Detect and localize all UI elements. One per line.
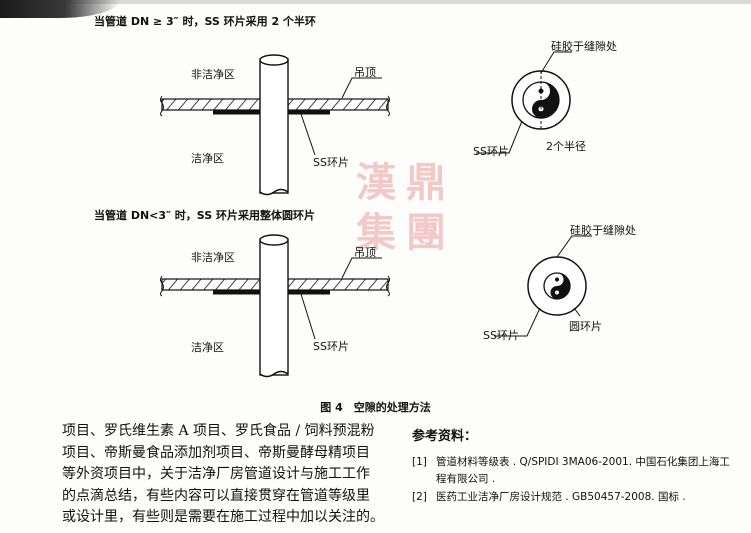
ss-ring-plate-left: [213, 110, 260, 115]
label-sealant-in-gap: 硅胶于缝隙处: [551, 40, 617, 53]
pipe-top-end: [259, 54, 289, 66]
ss-leader-bottom: [300, 293, 316, 340]
pipe: [259, 58, 289, 194]
handing-group-watermark: 漢 鼎 集 團: [326, 150, 474, 260]
bottom-full-ring-detail: [494, 235, 592, 337]
label-ss-ring-piece: SS环片: [313, 340, 349, 353]
watermark-char: 團: [406, 210, 446, 256]
label-clean-area: 洁净区: [191, 341, 224, 354]
pipe-break-bottom: [259, 370, 289, 378]
ceiling-leader-top: [341, 77, 382, 99]
reference-item: [1] 管道材料等级表 . Q/SPIDI 3MA06-2001. 中国石化集团…: [412, 454, 730, 488]
ss-ring-plate-left: [213, 290, 260, 295]
reference-number: [1]: [412, 456, 427, 468]
body-line: 项目、罗氏维生素 A 项目、罗氏食品 / 饲料预混粉: [62, 423, 375, 439]
body-line: 或设计里，有些则是需要在施工过程中加以关注的。: [62, 509, 384, 526]
ceiling-slab-left: [161, 278, 261, 291]
watermark-char: 漢: [356, 160, 396, 206]
ceiling-leader-bottom: [341, 257, 382, 279]
pipe-top-end: [259, 234, 289, 246]
ss-leader-top: [300, 113, 316, 156]
reference-text: 管道材料等级表 . Q/SPIDI 3MA06-2001. 中国石化集团上海工: [436, 456, 730, 468]
watermark-char: 鼎: [406, 160, 446, 206]
ceiling-break-left: [160, 95, 164, 117]
label-clean-area: 洁净区: [191, 152, 224, 165]
ceiling-slab-left: [161, 98, 261, 111]
top-half-ring-detail: [476, 51, 572, 154]
bottom-heading: 当管道 DN<3″ 时，SS 环片采用整体圆环片: [94, 209, 315, 222]
references-title: 参考资料：: [412, 429, 478, 444]
label-sealant-in-gap: 硅胶于缝隙处: [570, 224, 636, 237]
pipe-break-bottom: [259, 188, 289, 196]
label-two-half-rings: 2个半径: [546, 140, 586, 153]
ceiling-break-left: [160, 275, 164, 297]
reference-text: 程有限公司 .: [436, 473, 496, 485]
bottom-section-drawing: [160, 234, 390, 378]
ss-ring-plate-right: [288, 290, 330, 295]
body-line: 等外资项目中，关于洁净厂房管道设计与施工工作: [62, 466, 370, 483]
figure-caption: 图 4 空隙的处理方法: [320, 401, 431, 414]
ceiling-slab-right: [287, 278, 389, 291]
watermark-char: 集: [356, 210, 396, 256]
label-non-clean-area: 非洁净区: [191, 68, 235, 81]
label-ceiling: 吊顶: [354, 246, 376, 259]
body-line: 的点滴总结，有些内容可以直接贯穿在管道等级里: [62, 487, 370, 504]
label-ss-ring: SS环片: [483, 329, 519, 342]
top-heading: 当管道 DN ≥ 3″ 时，SS 环片采用 2 个半环: [94, 15, 316, 28]
scan-shadow: [0, 0, 120, 18]
label-non-clean-area: 非洁净区: [191, 251, 235, 264]
reference-number: [2]: [412, 491, 427, 503]
label-full-ring: 圆环片: [569, 320, 602, 333]
label-ss-ring-piece: SS环片: [313, 156, 349, 169]
ceiling-slab-right: [287, 98, 389, 111]
label-ceiling: 吊顶: [354, 66, 376, 79]
body-paragraph: 项目、罗氏维生素 A 项目、罗氏食品 / 饲料预混粉 项目、帝斯曼食品添加剂项目…: [62, 421, 392, 529]
body-line: 项目、帝斯曼食品添加剂项目、帝斯曼酵母精项目: [62, 444, 370, 461]
ss-ring-plate-right: [288, 110, 330, 115]
pipe: [259, 238, 289, 376]
gap-treatment-diagram: [160, 51, 592, 378]
ceiling-break-right: [386, 275, 390, 297]
top-section-drawing: [160, 54, 390, 196]
ceiling-break-right: [386, 95, 390, 117]
label-ss-ring: SS环片: [473, 145, 509, 158]
reference-item: [2] 医药工业洁净厂房设计规范 . GB50457-2008. 国标 .: [412, 489, 712, 506]
reference-text: 医药工业洁净厂房设计规范 . GB50457-2008. 国标 .: [436, 491, 686, 503]
scan-edge: [0, 0, 751, 4]
